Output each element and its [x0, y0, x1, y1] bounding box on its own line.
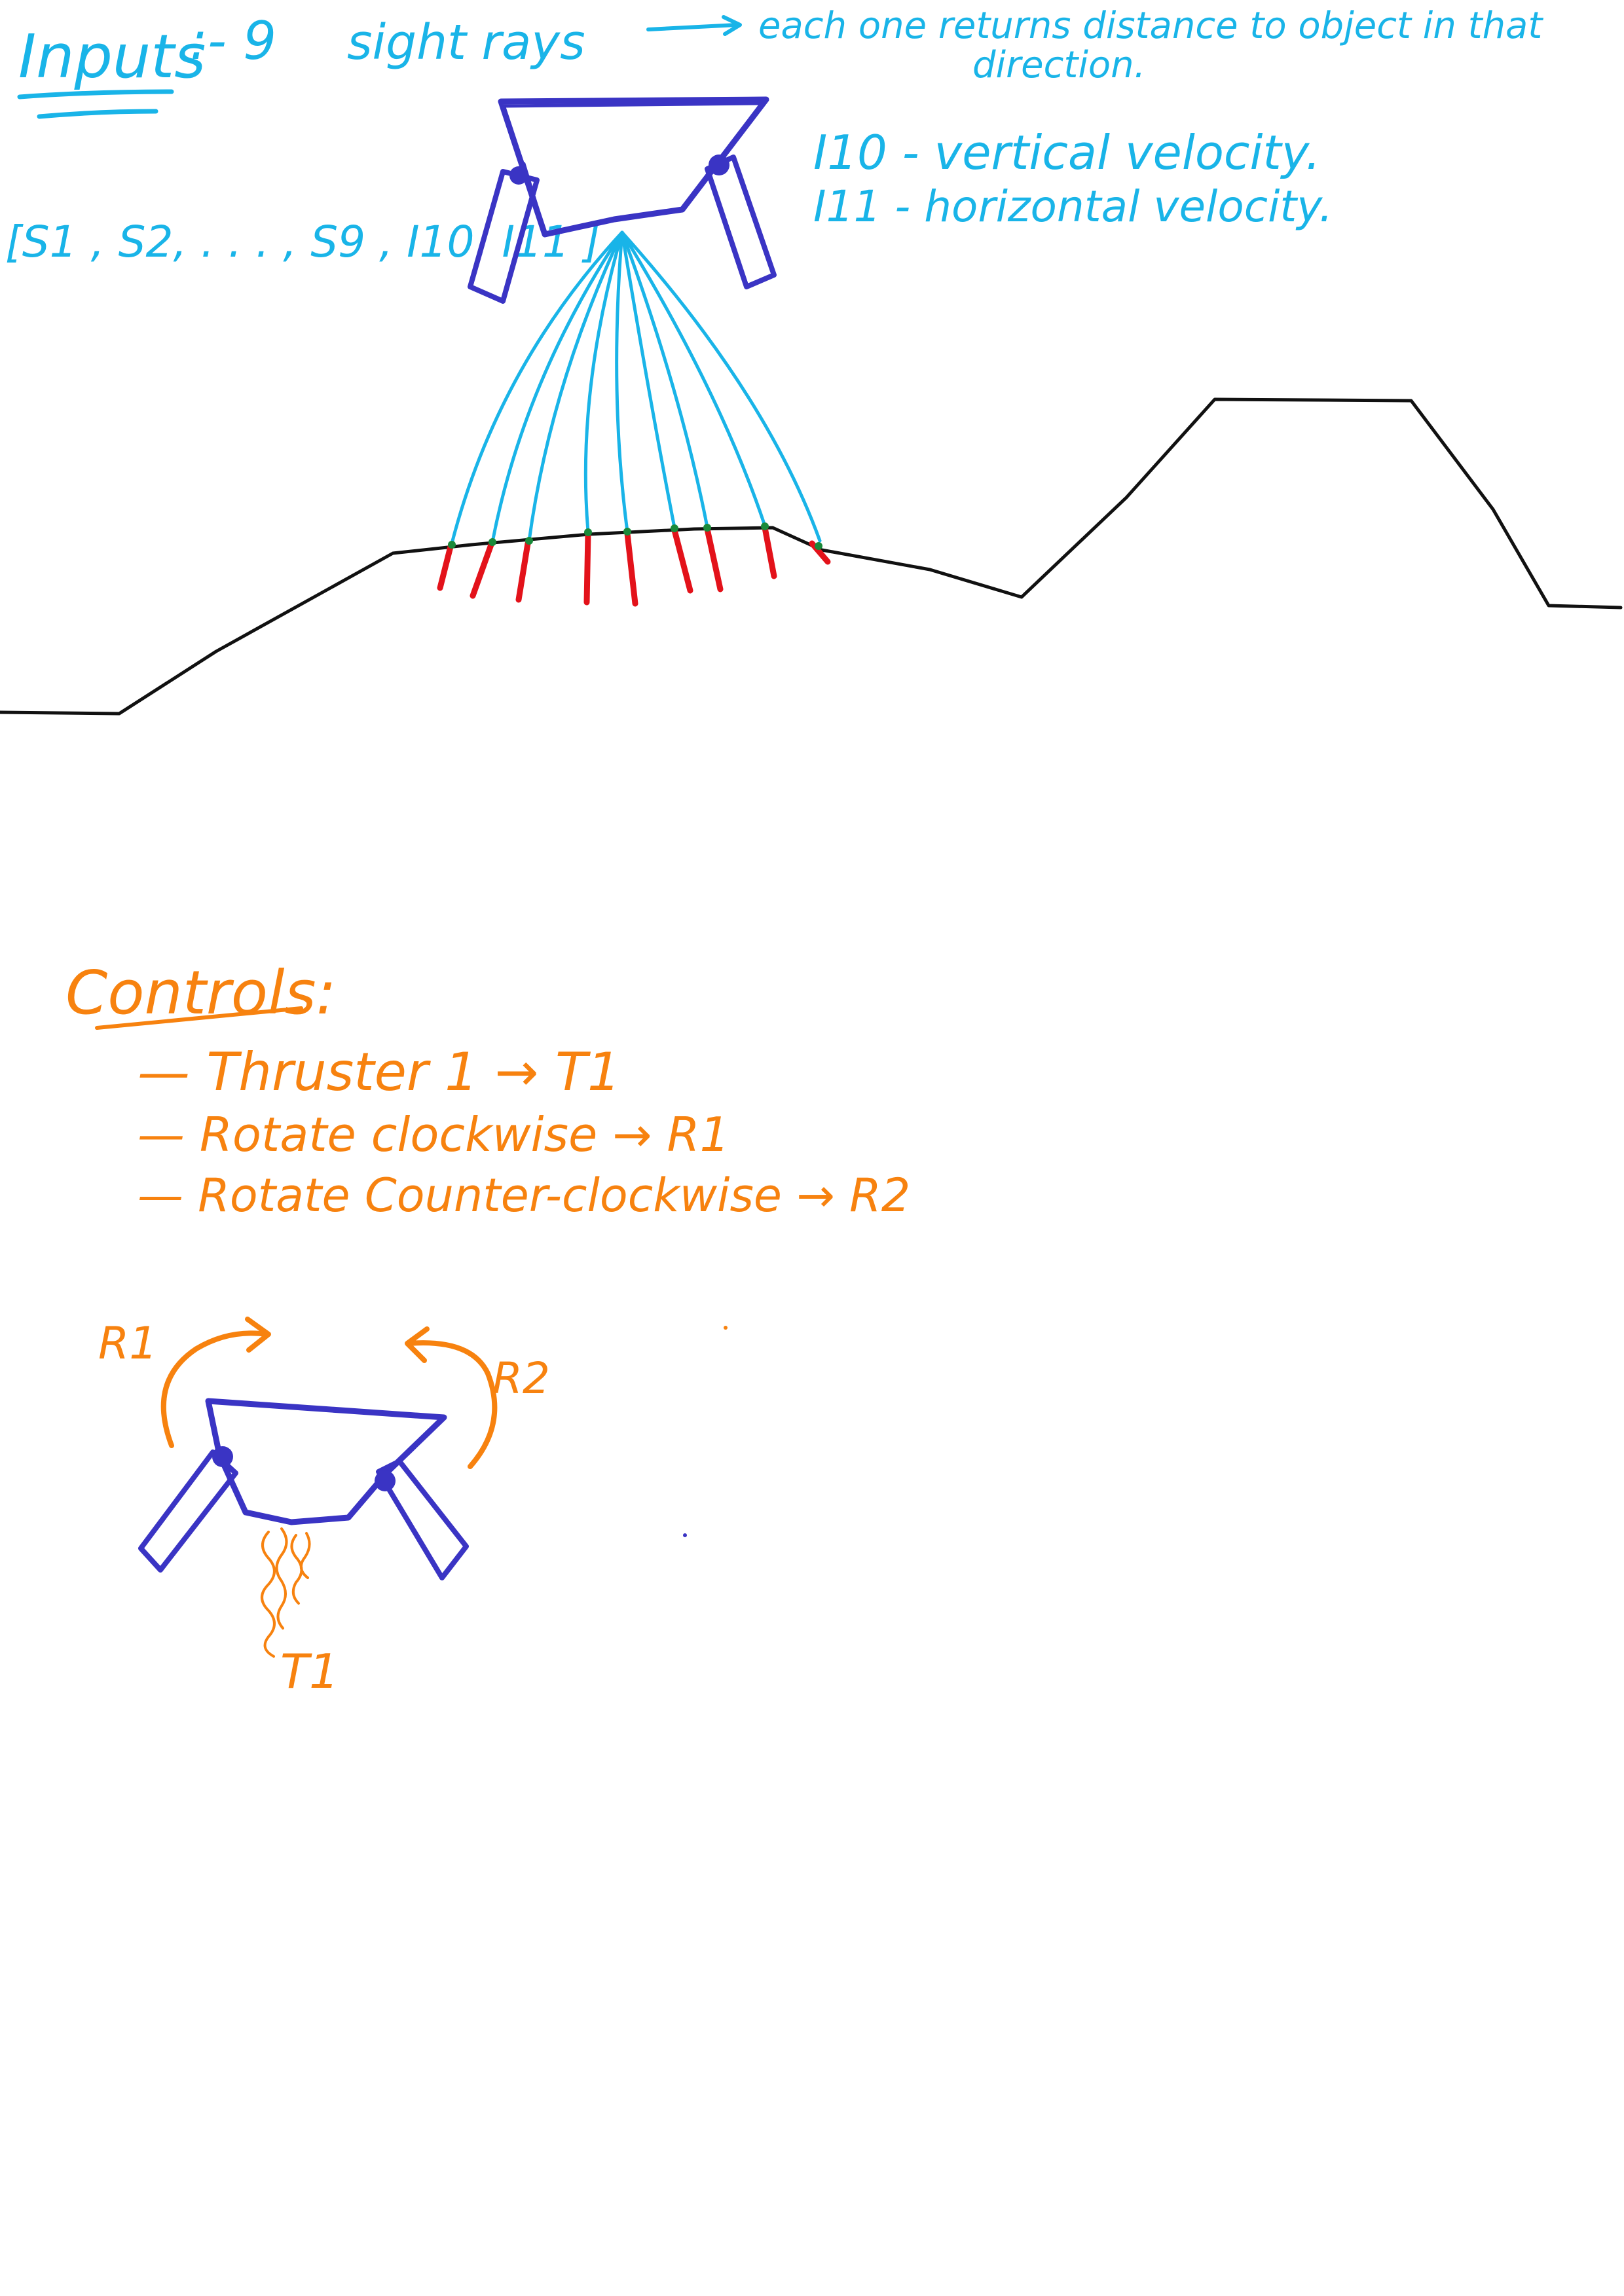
lander-top	[468, 96, 777, 304]
hit-mark-2	[470, 541, 494, 599]
rays-description-line2: direction.	[972, 44, 1145, 86]
input-vector: [S1 , S2, . . . , S9 , I10, I11 ]	[5, 217, 600, 267]
sight-ray-9	[620, 230, 822, 543]
r2-label: R2	[492, 1353, 550, 1404]
hit-point-4	[584, 528, 592, 536]
hit-mark-3	[515, 540, 531, 603]
sight-rays-label: sight rays	[347, 14, 585, 71]
lander-top-right-joint	[709, 155, 729, 175]
lander-controls-diagram: R1 R2 T1	[98, 1317, 550, 1699]
thruster-flame	[261, 1527, 311, 1658]
stray-dot-1	[724, 1326, 728, 1330]
sight-ray-7	[620, 230, 709, 529]
hit-point-2	[489, 538, 496, 546]
controls-heading-underline	[95, 1006, 303, 1030]
hit-mark-1	[437, 543, 454, 591]
hit-mark-4	[583, 531, 591, 606]
lander-top-left-joint	[509, 166, 528, 185]
lander-bottom-left-leg	[138, 1449, 238, 1573]
r1-label: R1	[98, 1318, 158, 1370]
t1-label: T1	[280, 1644, 339, 1699]
sight-ray-3	[527, 230, 624, 543]
vertical-velocity-label: I10 - vertical velocity.	[813, 125, 1321, 180]
controls-item-rotate-ccw: — Rotate Counter-clockwise → R2	[138, 1169, 910, 1222]
stray-dot-2	[683, 1533, 687, 1537]
hit-point-6	[671, 524, 678, 532]
lander-bottom-left-joint	[212, 1446, 233, 1467]
horizontal-velocity-label: I11 - horizontal velocity.	[813, 181, 1333, 232]
sight-ray-1	[450, 230, 624, 545]
hit-mark-5	[624, 530, 638, 607]
lander-top-right-leg	[705, 155, 777, 289]
controls-section: Controls: — Thruster 1 → T1 — Rotate clo…	[65, 958, 910, 1222]
lander-bottom-right-leg	[376, 1459, 469, 1580]
controls-item-thruster: — Thruster 1 → T1	[138, 1042, 621, 1102]
inputs-heading: Inputs	[18, 22, 206, 92]
hit-mark-7	[704, 526, 724, 592]
rotate-cw-arrow	[160, 1317, 271, 1448]
sight-rays	[450, 230, 822, 545]
hit-point-8	[761, 522, 769, 530]
ray-hit-marks	[437, 524, 831, 607]
hit-point-1	[448, 541, 456, 549]
hit-mark-8	[762, 524, 777, 579]
inputs-ray-count: :- 9	[190, 10, 276, 71]
sight-ray-2	[490, 230, 624, 544]
arrow-to-description	[646, 15, 742, 36]
inputs-section: Inputs :- 9 sight rays each one returns …	[5, 5, 1543, 267]
lander-bottom-body	[205, 1398, 447, 1525]
rotate-ccw-arrow	[405, 1326, 498, 1469]
hit-mark-9	[809, 540, 831, 565]
inputs-heading-underline	[17, 89, 174, 119]
terrain-line	[0, 397, 1623, 716]
lander-bottom-right-joint	[375, 1470, 396, 1491]
sight-ray-5	[615, 230, 629, 534]
controls-item-rotate-cw: — Rotate clockwise → R1	[138, 1107, 729, 1162]
ray-hit-points	[448, 522, 822, 550]
sight-ray-6	[620, 230, 676, 530]
hit-mark-6	[671, 527, 693, 594]
hit-point-7	[703, 524, 711, 532]
hit-point-3	[525, 537, 533, 545]
sight-ray-8	[620, 230, 767, 528]
rays-description-line1: each one returns distance to object in t…	[758, 5, 1543, 47]
sight-ray-4	[583, 230, 624, 534]
hit-point-5	[623, 528, 631, 536]
hit-point-9	[815, 542, 822, 550]
